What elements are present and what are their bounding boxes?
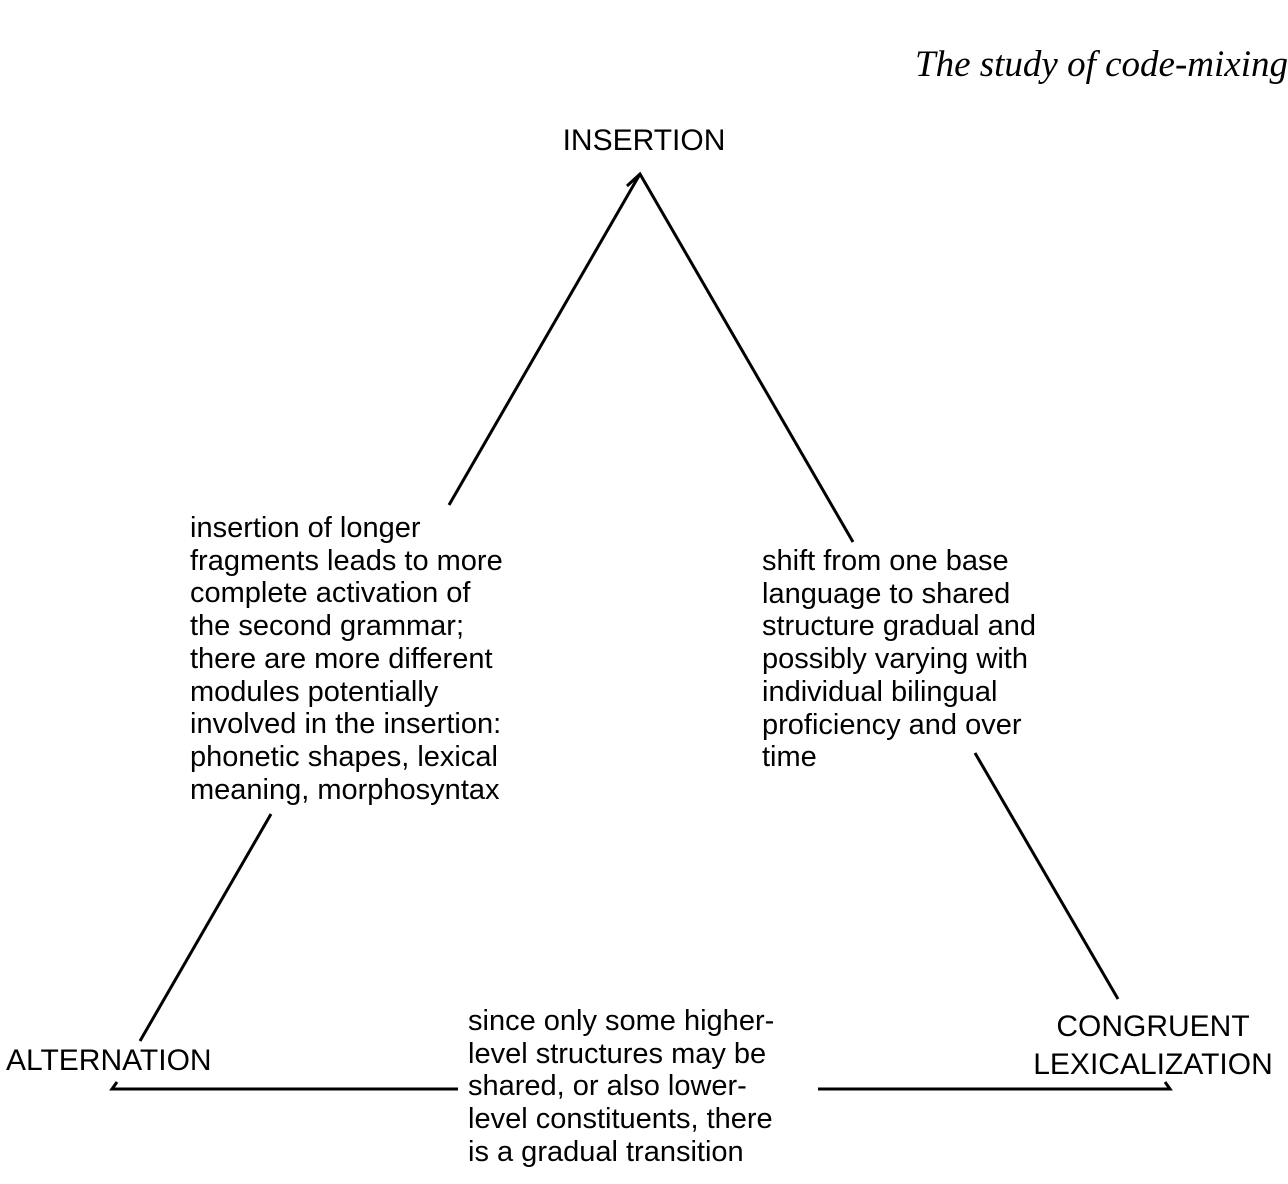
note-alternation-to-congruent: since only some higher- level structures… (468, 1005, 775, 1168)
vertex-congruent-lexicalization: CONGRUENT LEXICALIZATION (1033, 1010, 1273, 1081)
edge-bottom-right (818, 1081, 1173, 1091)
page-title: The study of code-mixing (915, 44, 1288, 85)
note-insertion-to-congruent: shift from one base language to shared s… (762, 545, 1037, 774)
edge-bottom-left (109, 1081, 458, 1091)
note-insertion-to-alternation: insertion of longer fragments leads to m… (190, 512, 503, 806)
edge-left-lower (138, 813, 273, 1042)
vertex-insertion: INSERTION (562, 124, 726, 157)
vertex-alternation: ALTERNATION (6, 1044, 212, 1077)
edge-right-lower (973, 752, 1120, 1000)
edge-left-upper (447, 173, 642, 506)
edge-insertion-to-shift (625, 171, 855, 543)
